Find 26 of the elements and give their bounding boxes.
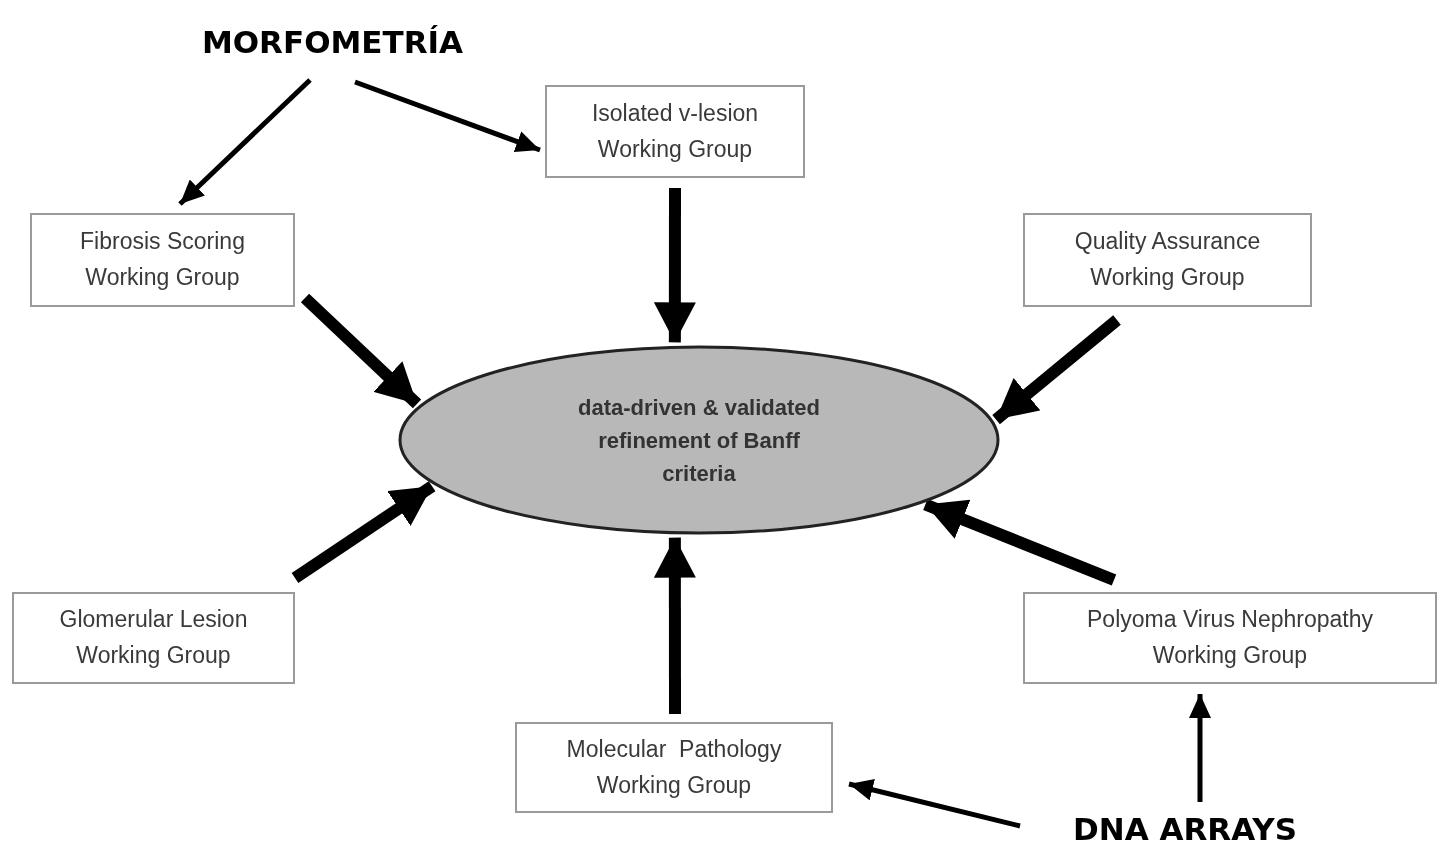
- arrow: [653, 188, 696, 343]
- node-label: Molecular Pathology Working Group: [565, 734, 783, 800]
- annotation-label: DNA ARRAYS: [1072, 810, 1298, 849]
- central-ellipse: [398, 345, 1000, 535]
- node-label: data-driven & validated refinement of Banff criteria: [576, 393, 822, 488]
- working-group-box: [515, 722, 833, 813]
- arrow: [992, 315, 1121, 425]
- arrow: [848, 779, 1021, 829]
- working-group-box: [12, 592, 295, 684]
- annotation-label: MORFOMETRÍA: [200, 23, 465, 63]
- node-label: Fibrosis Scoring Working Group: [79, 227, 246, 292]
- working-group-box: [1023, 213, 1312, 307]
- node-label: Glomerular Lesion Working Group: [58, 605, 249, 670]
- node-label: Quality Assurance Working Group: [1073, 227, 1262, 292]
- node-label: Polyoma Virus Nephropathy Working Group: [1086, 605, 1374, 670]
- arrow: [1189, 694, 1211, 802]
- arrow: [300, 293, 422, 409]
- arrow: [354, 79, 541, 153]
- node-label: Isolated v-lesion Working Group: [590, 98, 760, 164]
- arrow: [178, 78, 312, 206]
- arrow: [923, 498, 1117, 586]
- working-group-box: [545, 85, 805, 178]
- working-group-box: [30, 213, 295, 307]
- arrow: [291, 481, 436, 583]
- arrow: [653, 537, 696, 714]
- working-group-box: [1023, 592, 1437, 684]
